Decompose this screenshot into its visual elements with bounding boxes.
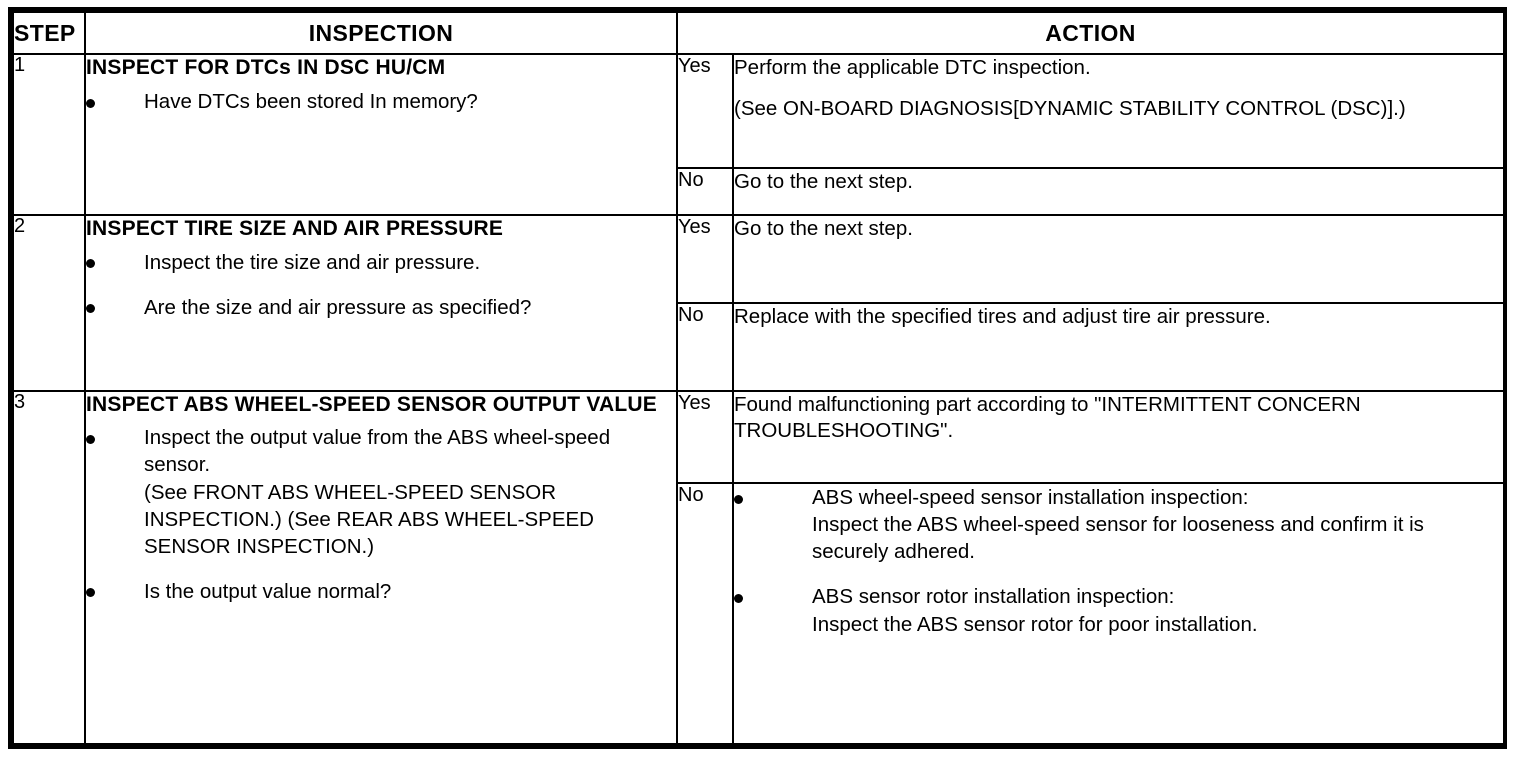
list-item: Have DTCs been stored In memory? [86,88,676,115]
inspection-title: INSPECT FOR DTCs IN DSC HU/CM [86,56,446,79]
table-row: 3 INSPECT ABS WHEEL-SPEED SENSOR OUTPUT … [12,389,1505,746]
table-row: No Go to the next step. [13,166,1505,216]
table-row: 1 INSPECT FOR DTCs IN DSC HU/CM Have DTC… [12,53,1505,216]
bullet-dot-icon [86,435,95,445]
list-item: Inspect the tire size and air pressure. [86,249,676,276]
step-number: 3 [12,389,86,746]
column-header-inspection: INSPECTION [84,11,678,55]
list-item: Inspect the output value from the ABS wh… [86,424,676,559]
action-reference: (See ON-BOARD DIAGNOSIS[DYNAMIC STABILIT… [734,96,1406,120]
bullet-dot-icon [86,588,95,598]
inspection-cell: INSPECT ABS WHEEL-SPEED SENSOR OUTPUT VA… [84,389,678,746]
list-item: Is the output value normal? [86,578,676,605]
action-cell-no: ABS wheel-speed sensor installation insp… [732,482,1505,745]
bullet-text: Inspect the tire size and air pressure. [144,250,481,274]
step-number: 1 [12,53,86,216]
action-paragraph: Perform the applicable DTC inspection. [734,56,1091,79]
table-row: No ABS wheel-speed sensor installation i… [13,482,1505,745]
bullet-dot-icon [86,259,95,269]
inspection-reference-rear: (See REAR ABS WHEEL-SPEED SENSOR INSPECT… [144,507,594,558]
table-row: No Replace with the specified tires and … [13,301,1505,392]
bullet-subtext: Inspect the ABS sensor rotor for poor in… [812,612,1258,636]
inspection-bullet-list: Inspect the tire size and air pressure. … [86,249,676,321]
table-row: 2 INSPECT TIRE SIZE AND AIR PRESSURE Ins… [12,213,1505,392]
bullet-text: Inspect the output value from the ABS wh… [144,426,611,477]
bullet-dot-icon [86,98,95,108]
action-cell-no: Replace with the specified tires and adj… [732,301,1505,392]
list-item: ABS wheel-speed sensor installation insp… [734,484,1503,565]
column-header-action: ACTION [676,11,1505,55]
action-cell-no: Go to the next step. [732,166,1505,216]
inspection-title: INSPECT TIRE SIZE AND AIR PRESSURE [86,216,504,240]
action-paragraph: Replace with the specified tires and adj… [734,304,1271,328]
action-cell-yes: Go to the next step. [732,213,1505,304]
diagnostic-flow-table: STEP INSPECTION ACTION 1 INSPECT FOR DTC… [12,11,1505,746]
action-paragraph: Go to the next step. [734,169,913,193]
step-number: 2 [12,213,86,392]
inspection-title: INSPECT ABS WHEEL-SPEED SENSOR OUTPUT VA… [86,392,657,416]
bullet-text: Is the output value normal? [144,579,392,603]
bullet-text: Are the size and air pressure as specifi… [144,295,532,319]
inspection-bullet-list: Inspect the output value from the ABS wh… [86,424,676,604]
table-header-row: STEP INSPECTION ACTION [12,11,1505,55]
diagnostic-table-sheet: STEP INSPECTION ACTION 1 INSPECT FOR DTC… [8,7,1507,749]
inspection-bullet-list: Have DTCs been stored In memory? [86,88,676,115]
branch-label-no: No [676,482,734,745]
bullet-dot-icon [86,304,95,314]
branch-label-yes: Yes [676,53,734,169]
inspection-reference-front: (See FRONT ABS WHEEL-SPEED SENSOR INSPEC… [144,480,557,531]
bullet-text: ABS wheel-speed sensor installation insp… [812,486,1249,510]
action-cell-yes: Perform the applicable DTC inspection. (… [732,53,1505,169]
list-item: Are the size and air pressure as specifi… [86,294,676,321]
inspection-cell: INSPECT FOR DTCs IN DSC HU/CM Have DTCs … [84,53,678,216]
bullet-dot-icon [734,494,743,504]
bullet-text: Have DTCs been stored In memory? [144,89,478,113]
action-paragraph: Found malfunctioning part according to "… [734,392,1361,443]
branch-label-yes: Yes [676,389,734,485]
column-header-step: STEP [12,11,86,55]
branch-label-no: No [676,301,734,392]
action-paragraph: Go to the next step. [734,216,913,240]
branch-label-yes: Yes [676,213,734,304]
list-item: ABS sensor rotor installation inspection… [734,583,1503,637]
bullet-subtext: Inspect the ABS wheel-speed sensor for l… [812,513,1424,564]
inspection-cell: INSPECT TIRE SIZE AND AIR PRESSURE Inspe… [84,213,678,392]
bullet-dot-icon [734,594,743,604]
action-bullet-list: ABS wheel-speed sensor installation insp… [734,484,1503,637]
action-cell-yes: Found malfunctioning part according to "… [732,389,1505,485]
bullet-text: ABS sensor rotor installation inspection… [812,585,1175,609]
branch-label-no: No [676,166,734,216]
